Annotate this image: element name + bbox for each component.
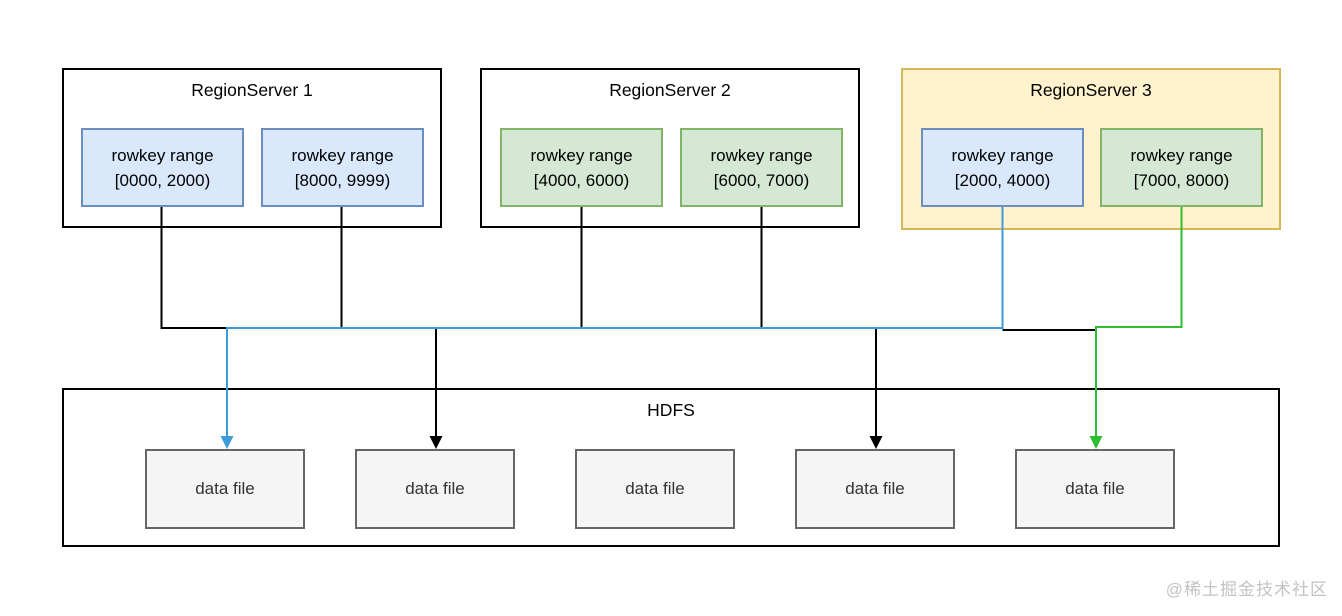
hdfs-box: HDFS data file data file data file data … [62,388,1280,547]
regionserver-2-title: RegionServer 2 [609,80,731,100]
region-label-line1: rowkey range [111,145,214,165]
region-label-line1: rowkey range [291,145,394,165]
region-range-value: [4000, 6000) [533,170,630,190]
region-2000-4000: rowkey range [2000, 4000) [921,128,1084,207]
regionserver-2-box: RegionServer 2 rowkey range [4000, 6000)… [480,68,860,228]
region-label-line1: rowkey range [710,145,813,165]
regionserver-1-title: RegionServer 1 [191,80,313,100]
hdfs-title: HDFS [647,400,695,420]
region-0000-2000: rowkey range [0000, 2000) [81,128,244,207]
juejin-watermark: @稀土掘金技术社区 [1165,580,1328,599]
data-file-5: data file [1015,449,1175,529]
region-8000-9999: rowkey range [8000, 9999) [261,128,424,207]
region-7000-8000: rowkey range [7000, 8000) [1100,128,1263,207]
data-file-3: data file [575,449,735,529]
region-range-value: [8000, 9999) [294,170,391,190]
region-4000-6000: rowkey range [4000, 6000) [500,128,663,207]
regionserver-3-box: RegionServer 3 rowkey range [2000, 4000)… [901,68,1281,230]
region-6000-7000: rowkey range [6000, 7000) [680,128,843,207]
regionserver-1-box: RegionServer 1 rowkey range [0000, 2000)… [62,68,442,228]
region-range-value: [2000, 4000) [954,170,1051,190]
region-range-value: [7000, 8000) [1133,170,1230,190]
region-label-line1: rowkey range [1130,145,1233,165]
region-range-value: [0000, 2000) [114,170,211,190]
region-label-line1: rowkey range [530,145,633,165]
data-file-1: data file [145,449,305,529]
data-file-4: data file [795,449,955,529]
regionserver-3-title: RegionServer 3 [1030,80,1152,100]
region-label-line1: rowkey range [951,145,1054,165]
region-range-value: [6000, 7000) [713,170,810,190]
data-file-2: data file [355,449,515,529]
